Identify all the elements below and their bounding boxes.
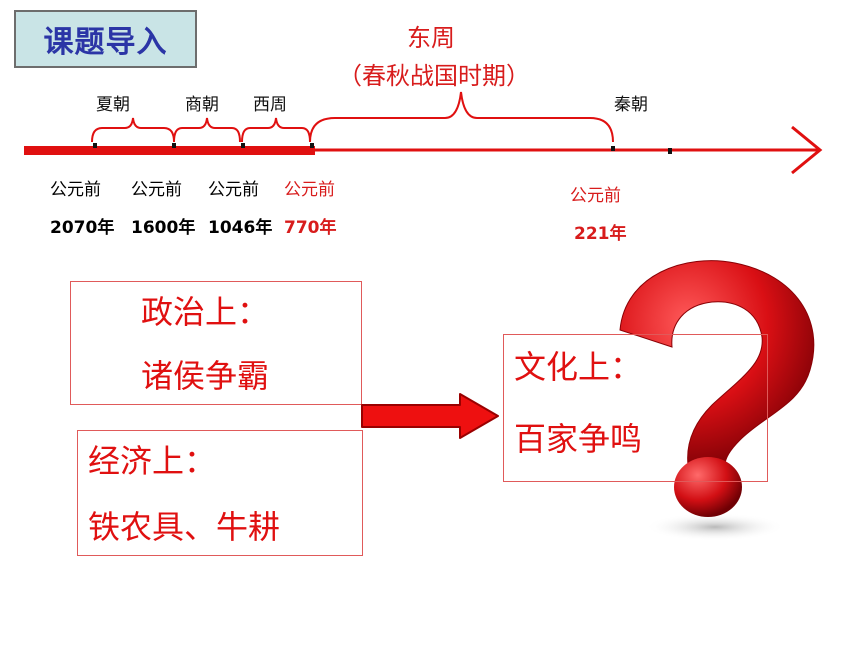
culture-body: 百家争鸣 [514, 419, 647, 459]
dynasty-shang-label: 商朝 [185, 95, 219, 115]
politics-body: 诸侯争霸 [141, 357, 270, 395]
date-770-year: 770年 [284, 218, 337, 238]
date-770: 公元前 770年 [284, 180, 337, 238]
date-221-year: 221年 [574, 224, 627, 244]
date-1046-year: 1046年 [208, 218, 273, 238]
date-2070: 公元前 2070年 [50, 180, 114, 238]
lesson-title: 课题导入 [14, 10, 197, 68]
tick-1046 [241, 143, 245, 148]
brace-shang [173, 117, 241, 143]
timeline [24, 91, 823, 175]
question-mark-icon [619, 260, 815, 541]
date-1600: 公元前 1600年 [131, 180, 195, 238]
tick-1600 [172, 143, 176, 148]
tick-extra [668, 148, 672, 154]
timeline-arrowhead [791, 125, 823, 175]
politics-heading: 政治上： [141, 293, 270, 331]
brace-western-zhou [241, 117, 311, 143]
eastern-zhou-subtitle: （春秋战国时期） [338, 62, 530, 90]
tick-770 [310, 143, 314, 148]
date-1046: 公元前 1046年 [208, 180, 272, 238]
date-770-prefix: 公元前 [284, 180, 335, 200]
right-arrow-icon [361, 393, 499, 439]
date-221-prefix: 公元前 [570, 186, 621, 206]
date-1600-year: 1600年 [131, 218, 196, 238]
date-1600-prefix: 公元前 [131, 180, 182, 200]
eastern-zhou-label: 东周 [407, 24, 455, 52]
dynasty-western-zhou-label: 西周 [253, 95, 287, 115]
economy-body: 铁农具、牛耕 [88, 508, 281, 546]
politics-box: 政治上： 诸侯争霸 [70, 281, 362, 405]
date-2070-prefix: 公元前 [50, 180, 101, 200]
culture-box: 文化上： 百家争鸣 [503, 334, 768, 482]
date-1046-prefix: 公元前 [208, 180, 259, 200]
dynasty-qin-label: 秦朝 [614, 95, 648, 115]
economy-heading: 经济上： [88, 442, 217, 480]
tick-2070 [93, 143, 97, 148]
culture-heading: 文化上： [514, 347, 647, 387]
economy-box: 经济上： 铁农具、牛耕 [77, 430, 363, 556]
brace-xia [91, 117, 175, 143]
date-221: 公元前 221年 [570, 186, 627, 244]
brace-eastern-zhou [309, 91, 614, 143]
dynasty-xia-label: 夏朝 [96, 95, 130, 115]
timeline-thick-segment [24, 146, 315, 155]
date-2070-year: 2070年 [50, 218, 115, 238]
tick-221 [611, 146, 615, 151]
